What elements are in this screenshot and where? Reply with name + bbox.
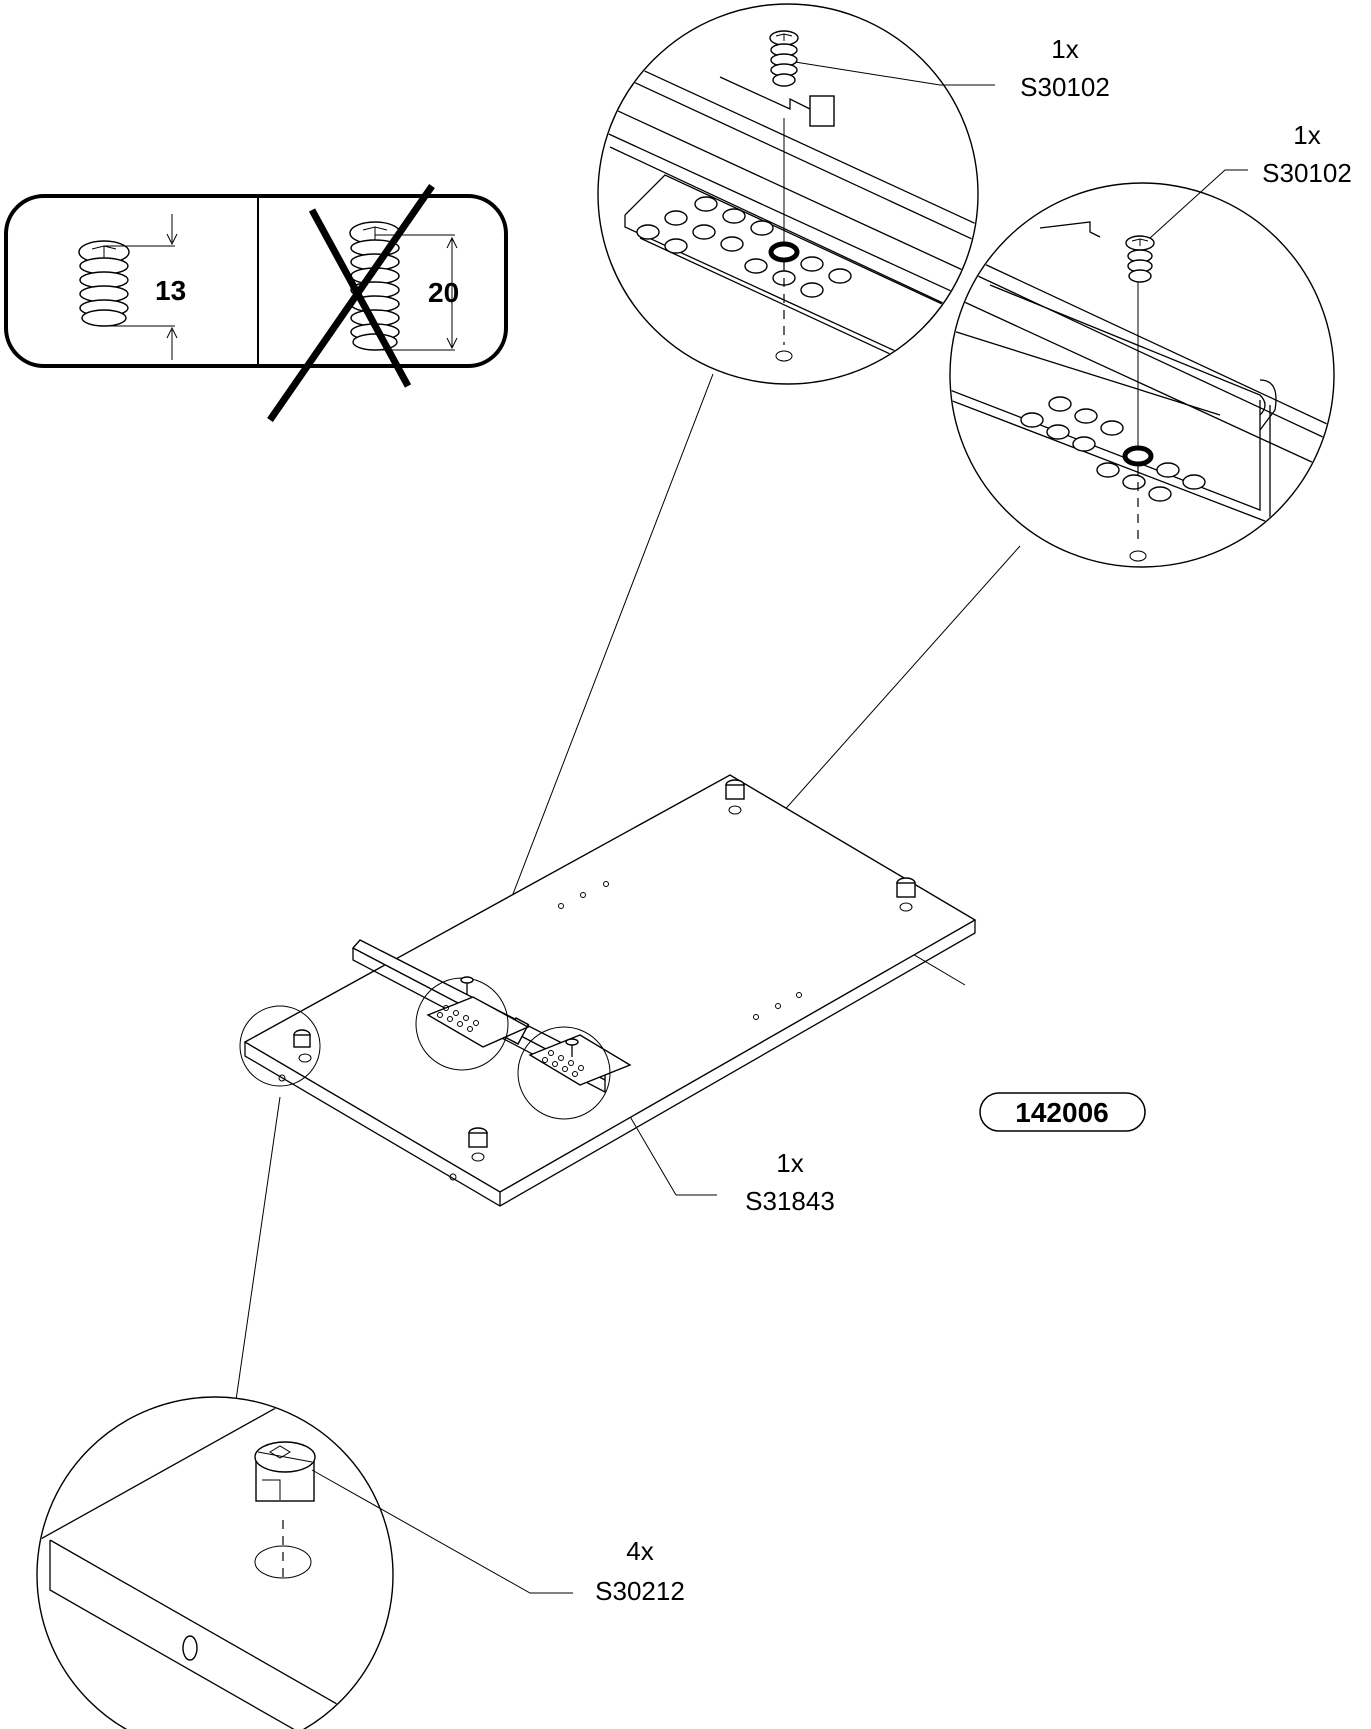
callout-top-left-qty: 1x [1051, 34, 1078, 64]
panel-holes [278, 881, 802, 1181]
screw-icon [769, 30, 799, 87]
zoom-circle-cam-lock [36, 1396, 573, 1729]
screw-comparison-box: 13 20 [4, 184, 508, 422]
cam-lock-icon [254, 1441, 316, 1502]
screw-icon [1125, 235, 1155, 283]
zoom-circle-rail-left [597, 3, 995, 385]
callout-cam-qty: 4x [626, 1536, 653, 1566]
callout-top-left-part: S30102 [1020, 72, 1110, 102]
panel-part-label: 142006 [1015, 1097, 1108, 1128]
invalid-length-label: 20 [428, 277, 459, 308]
screw-13-icon [78, 214, 178, 360]
cam-lock-icon [293, 779, 916, 1162]
callout-top-right-qty: 1x [1293, 120, 1320, 150]
drawer-rail [351, 939, 632, 1094]
cross-out-icon [267, 184, 435, 422]
callout-rail-qty: 1x [776, 1148, 803, 1178]
callout-top-right-part: S30102 [1262, 158, 1352, 188]
callout-cam-part: S30212 [595, 1576, 685, 1606]
screw-icon [460, 976, 579, 1057]
valid-length-label: 13 [155, 275, 186, 306]
callout-rail-part: S31843 [745, 1186, 835, 1216]
zoom-circle-rail-right [949, 169, 1335, 568]
panel-board [239, 774, 977, 1207]
panel-part-badge: 142006 [979, 1092, 1146, 1132]
